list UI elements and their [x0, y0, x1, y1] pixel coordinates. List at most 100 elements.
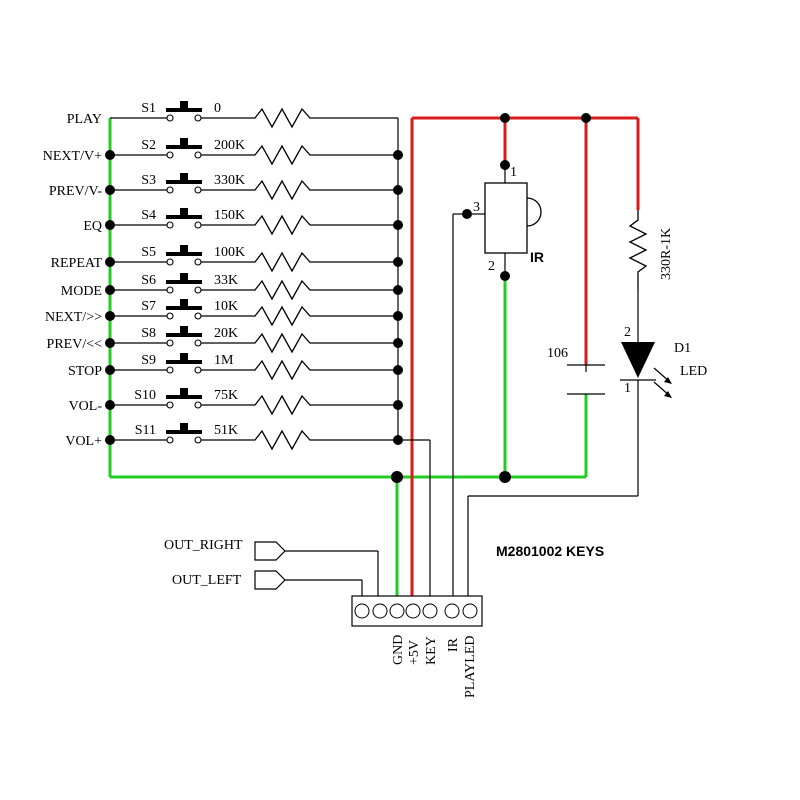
- resistor: [248, 214, 398, 236]
- switch-bar: [166, 430, 202, 434]
- switch-ref: S3: [141, 173, 156, 188]
- switch-ref: S10: [134, 388, 156, 403]
- vcc-wires: [410, 116, 640, 606]
- switch-bar: [166, 252, 202, 256]
- resistor: [248, 179, 398, 201]
- resistor-value: 51K: [214, 423, 238, 438]
- key-label: VOL-: [69, 399, 103, 414]
- junction-dot: [393, 435, 403, 445]
- junction-dot: [393, 285, 403, 295]
- junction-dots: [391, 113, 591, 483]
- key-row: VOL+ S11 51K: [65, 423, 403, 451]
- switch-bar: [166, 333, 202, 337]
- diagram-title: M2801002 KEYS: [496, 543, 604, 559]
- key-row: STOP S9 1M: [68, 353, 403, 381]
- resistor-value: 150K: [214, 208, 245, 223]
- switch-ref: S2: [141, 138, 156, 153]
- resistor-value: 20K: [214, 326, 238, 341]
- switch-button: [180, 138, 188, 145]
- switch-bar: [166, 280, 202, 284]
- switch-bar: [166, 145, 202, 149]
- key-label: VOL+: [65, 434, 102, 449]
- capacitor-106: 106: [547, 346, 605, 395]
- switch-ref: S6: [141, 273, 156, 288]
- switch-button: [180, 423, 188, 430]
- switch-button: [180, 299, 188, 306]
- led-pin-1: 1: [624, 381, 631, 396]
- switch-bar: [166, 180, 202, 184]
- key-label: PLAY: [67, 112, 102, 127]
- resistor: [248, 394, 398, 416]
- output-right-label: OUT_RIGHT: [164, 538, 243, 553]
- resistor-value: 200K: [214, 138, 245, 153]
- resistor-value: 1M: [214, 353, 234, 368]
- ir-label: IR: [530, 249, 544, 265]
- resistor-value: 33K: [214, 273, 238, 288]
- output-left: OUT_LEFT: [172, 570, 286, 590]
- resistor: [248, 279, 398, 301]
- key-row: PREV/<< S8 20K: [47, 326, 403, 354]
- switch-bar: [166, 306, 202, 310]
- switch-ref: S8: [141, 326, 156, 341]
- signal-wires: [285, 118, 639, 606]
- switch-button: [180, 273, 188, 280]
- resistor: [248, 305, 398, 327]
- pin-label-key: KEY: [424, 636, 439, 665]
- capacitor-label: 106: [547, 346, 568, 361]
- ir-receiver: 1 2 3 IR: [472, 165, 544, 277]
- output-left-label: OUT_LEFT: [172, 573, 242, 588]
- junction-dot: [393, 257, 403, 267]
- resistor-value: 100K: [214, 245, 245, 260]
- pin-label-5v: +5V: [407, 640, 422, 665]
- resistor: [248, 144, 398, 166]
- resistor: [248, 359, 398, 381]
- key-label: NEXT/>>: [45, 310, 102, 325]
- resistor-value: 75K: [214, 388, 238, 403]
- junction-dot: [393, 185, 403, 195]
- pin-label-ir: IR: [446, 637, 461, 652]
- junction-dot: [393, 220, 403, 230]
- junction-dot: [393, 400, 403, 410]
- switch-ref: S11: [135, 423, 156, 438]
- key-label: EQ: [83, 219, 102, 234]
- led-resistor-label: 330R-1K: [659, 228, 674, 280]
- led-ref: D1: [674, 341, 691, 356]
- resistor: [248, 332, 398, 354]
- resistor: [248, 251, 398, 273]
- key-label: PREV/V-: [49, 184, 103, 199]
- junction-dot: [393, 338, 403, 348]
- switch-ref: S1: [141, 101, 156, 116]
- switch-bar: [166, 215, 202, 219]
- switch-bar: [166, 108, 202, 112]
- led-d1: 2 1 D1 LED: [620, 290, 707, 398]
- junction-dot: [393, 311, 403, 321]
- switch-button: [180, 326, 188, 333]
- switch-ref: S4: [141, 208, 156, 223]
- resistor: [248, 429, 398, 451]
- ir-pin-2: 2: [488, 259, 495, 274]
- resistor: [248, 107, 398, 129]
- key-row: VOL- S10 75K: [69, 388, 403, 416]
- key-label: PREV/<<: [47, 337, 103, 352]
- switch-button: [180, 353, 188, 360]
- key-label: NEXT/V+: [43, 149, 102, 164]
- led-pin-2: 2: [624, 325, 631, 340]
- output-right: OUT_RIGHT: [164, 538, 286, 561]
- switch-bar: [166, 360, 202, 364]
- key-row: MODE S6 33K: [61, 273, 403, 301]
- key-row: NEXT/V+ S2 200K: [43, 138, 403, 166]
- key-row: EQ S4 150K: [83, 208, 403, 236]
- switch-button: [180, 388, 188, 395]
- switch-button: [180, 245, 188, 252]
- switch-button: [180, 101, 188, 108]
- switch-button: [180, 173, 188, 180]
- resistor-value: 10K: [214, 299, 238, 314]
- key-label: MODE: [61, 284, 102, 299]
- key-label: REPEAT: [51, 256, 103, 271]
- switch-ref: S9: [141, 353, 156, 368]
- key-label: STOP: [68, 364, 102, 379]
- led-resistor: 330R-1K: [628, 210, 674, 290]
- switch-ref: S5: [141, 245, 156, 260]
